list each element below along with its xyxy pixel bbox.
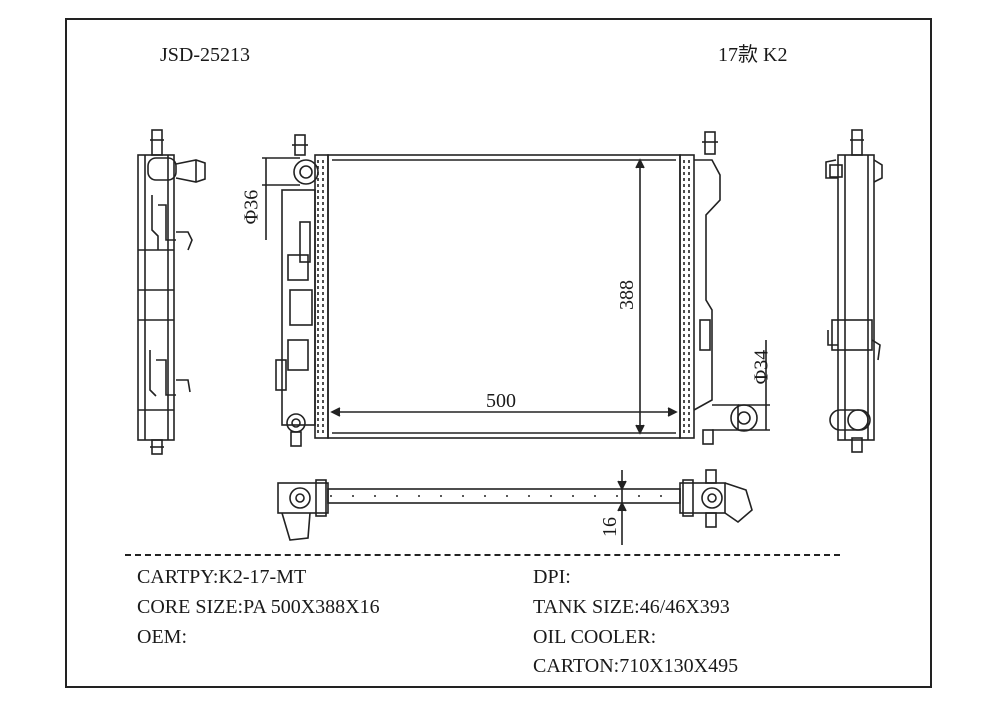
- drawing-frame: [65, 18, 932, 688]
- spec-dpi: DPI:: [533, 566, 571, 588]
- spec-oil-cooler: OIL COOLER:: [533, 626, 657, 648]
- spec-core-size: CORE SIZE:PA 500X388X16: [137, 596, 380, 618]
- top-view: [277, 469, 753, 545]
- spec-tank-size: TANK SIZE:46/46X393: [533, 596, 730, 618]
- left-side-view: [137, 129, 206, 455]
- core-thickness-label: 16: [599, 517, 621, 537]
- spec-oem: OEM:: [137, 626, 187, 648]
- divider-line: [125, 554, 840, 556]
- core-height-label: 388: [616, 280, 638, 310]
- outlet-diameter-label: Φ34: [750, 349, 773, 385]
- spec-cartpy: CARTPY:K2-17-MT: [137, 566, 307, 588]
- model-label: 17款 K2: [718, 44, 788, 66]
- spec-carton: CARTON:710X130X495: [533, 655, 739, 677]
- part-number: JSD-25213: [160, 44, 251, 66]
- inlet-diameter-label: Φ36: [240, 189, 263, 225]
- front-view: [262, 131, 770, 447]
- core-width-label: 500: [486, 390, 516, 412]
- right-side-view: [825, 129, 883, 453]
